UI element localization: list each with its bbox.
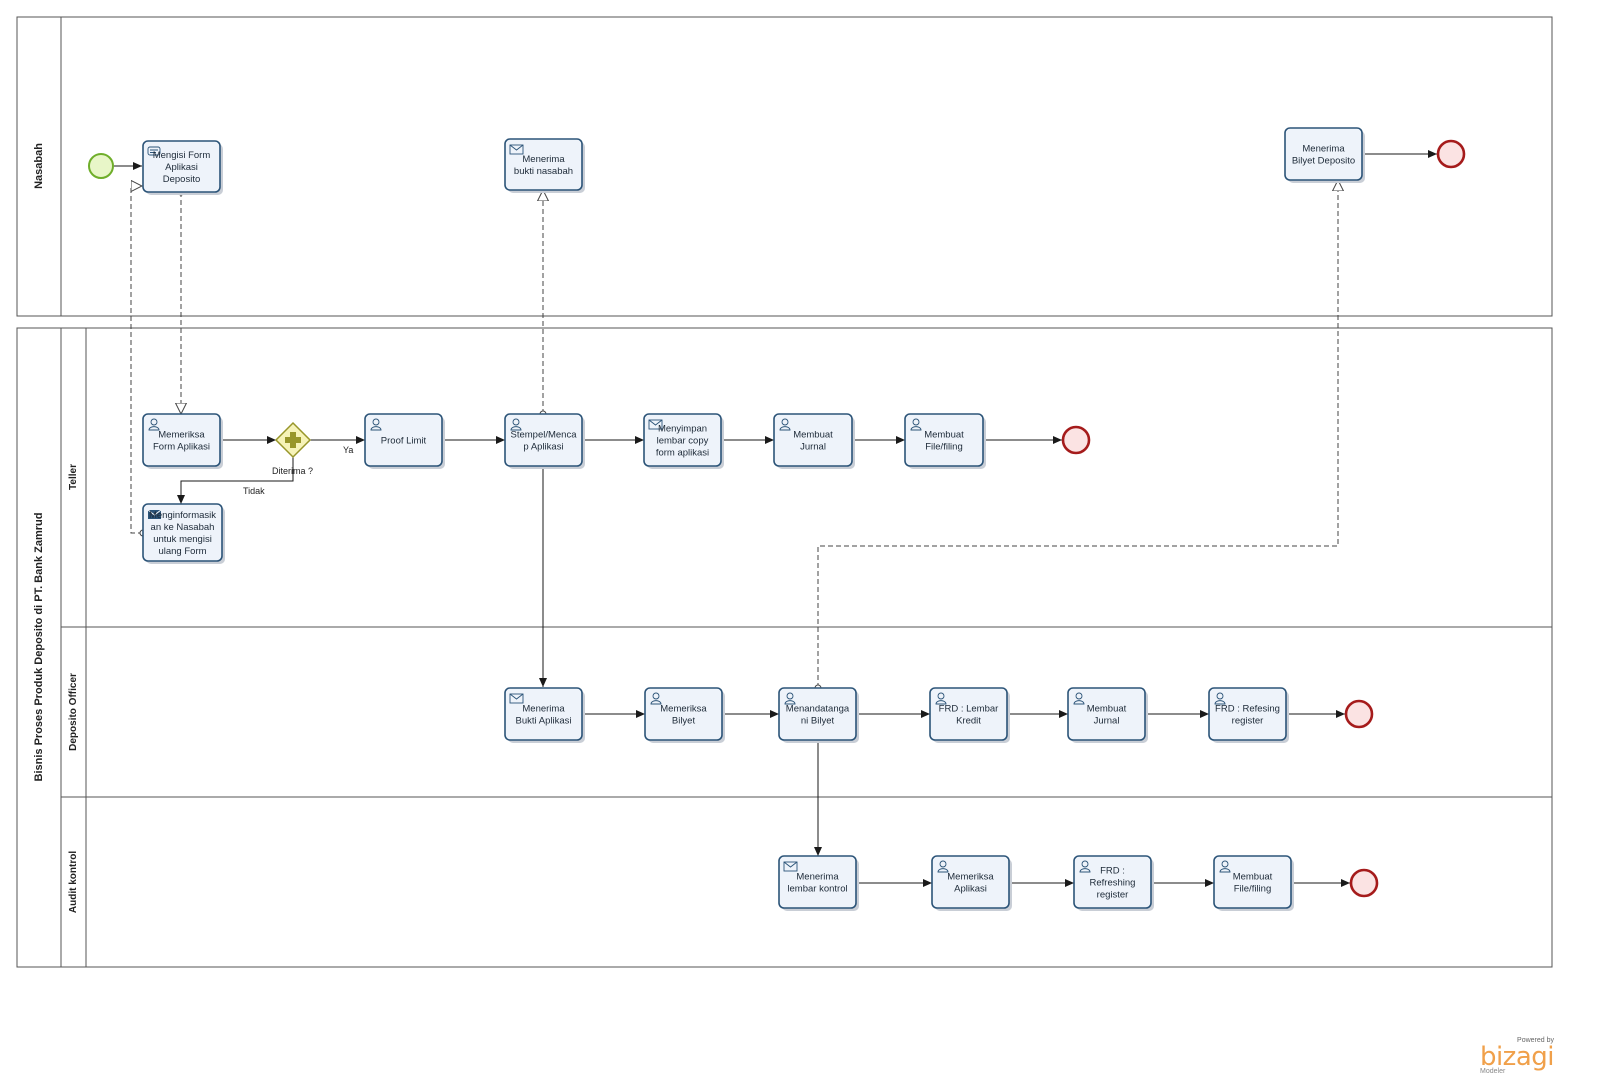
logo-powered-text: Powered by: [1517, 1037, 1554, 1044]
task-label: Proof Limit: [381, 436, 427, 447]
gateway-label: Diterima ?: [272, 466, 313, 476]
lane-teller-title: Teller: [68, 464, 79, 490]
logo-sub-text: Modeler: [1480, 1068, 1506, 1075]
manual-task-icon: [147, 146, 161, 156]
gateway-diterima[interactable]: Diterima ?: [272, 421, 313, 476]
end-event-teller[interactable]: [1061, 425, 1091, 455]
start-event[interactable]: [88, 153, 114, 179]
end-event-deposito-officer[interactable]: [1344, 699, 1374, 729]
flow-label-ya: Ya: [343, 445, 353, 455]
end-event-nasabah[interactable]: [1436, 139, 1466, 169]
lane-deposito-officer-title: Deposito Officer: [68, 673, 79, 751]
task-proof-limit[interactable]: Proof Limit: [364, 413, 445, 469]
send-envelope-icon: [147, 509, 162, 519]
end-event-audit-kontrol[interactable]: [1349, 868, 1379, 898]
pool-nasabah-title: Nasabah: [33, 143, 45, 189]
flow-label-tidak: Tidak: [243, 486, 265, 496]
logo-brand-text: bizagi: [1479, 1042, 1555, 1072]
bizagi-logo: Powered by bizagi Modeler: [1466, 1037, 1555, 1077]
pool-bank-title: Bisnis Proses Produk Deposito di PT. Ban…: [33, 513, 45, 782]
lane-audit-kontrol-title: Audit kontrol: [68, 851, 79, 913]
parallel-gateway-icon: [285, 432, 301, 448]
message-flows: [130, 180, 1338, 688]
